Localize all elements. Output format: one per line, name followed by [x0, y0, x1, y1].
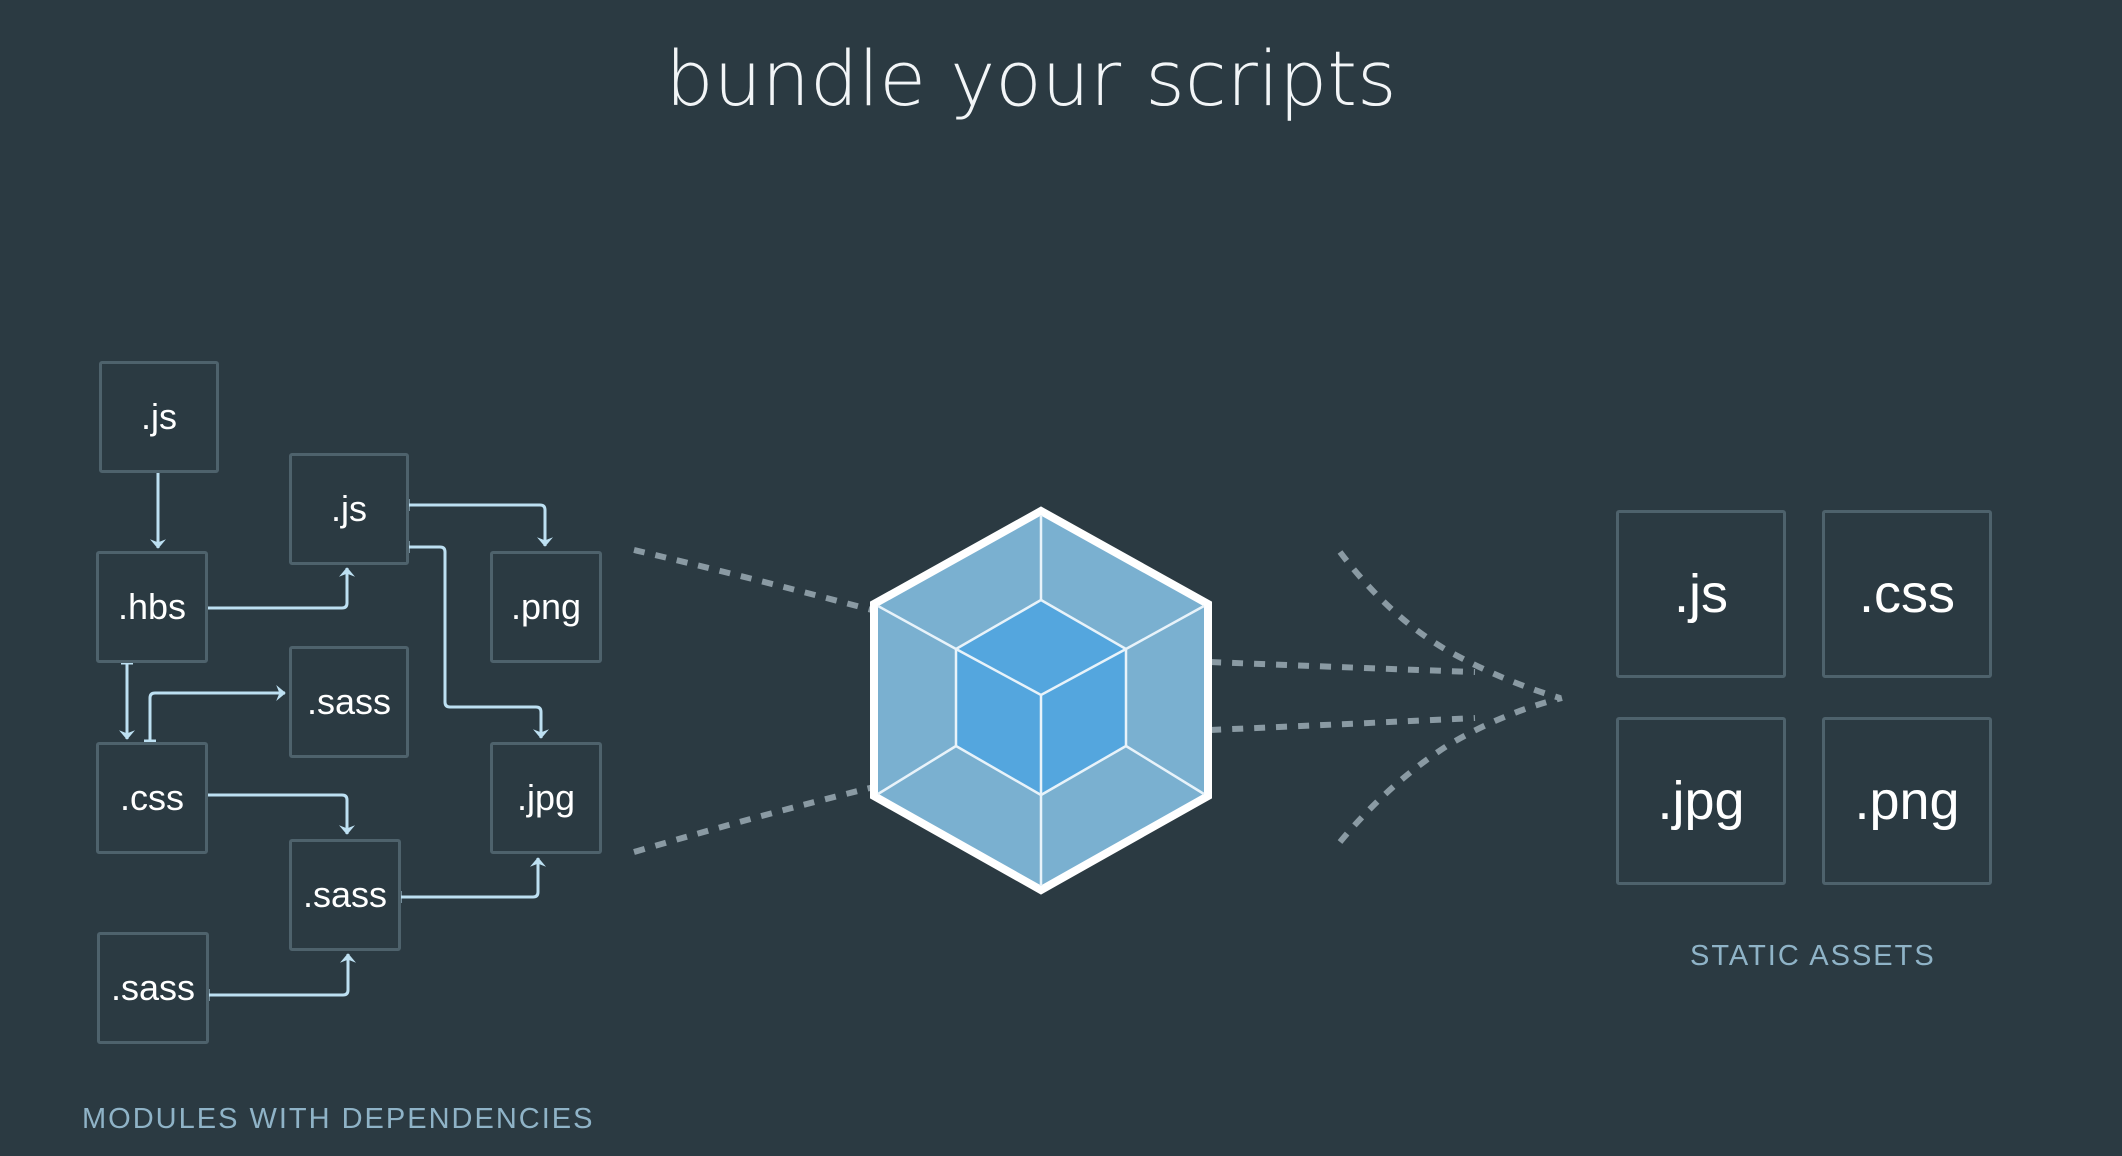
module-js-mid: .js [289, 453, 409, 565]
module-hbs: .hbs [96, 551, 208, 663]
arrow-hbs-to-js [206, 567, 355, 610]
assets-caption: STATIC ASSETS [1690, 940, 1936, 972]
flow-curve-bottom [1337, 695, 1563, 844]
asset-js: .js [1616, 510, 1786, 678]
module-jpg: .jpg [490, 742, 602, 854]
module-png: .png [490, 551, 602, 663]
module-sass-b: .sass [289, 839, 401, 951]
module-css: .css [96, 742, 208, 854]
arrow-css-to-sass [148, 685, 286, 741]
modules-caption: MODULES WITH DEPENDENCIES [82, 1103, 595, 1135]
asset-png: .png [1822, 717, 1992, 885]
module-sass-c: .sass [97, 932, 209, 1044]
asset-css: .css [1822, 510, 1992, 678]
module-js-top: .js [99, 361, 219, 473]
arrow-js-to-jpg [408, 545, 549, 739]
arrow-js-to-png [408, 503, 553, 547]
arrow-css-to-sass-b [206, 793, 355, 835]
asset-jpg: .jpg [1616, 717, 1786, 885]
module-sass-a: .sass [289, 646, 409, 758]
flow-curve-top [1337, 550, 1561, 701]
flow-line-out-bottom [1209, 715, 1476, 733]
arrow-sass-to-jpg [400, 857, 546, 899]
arrow-sass-c-to-sass-b [208, 953, 356, 997]
flow-line-in-bottom [633, 755, 1001, 855]
flow-line-out-top [1209, 659, 1476, 675]
page-title: bundle your scripts [665, 34, 1397, 123]
